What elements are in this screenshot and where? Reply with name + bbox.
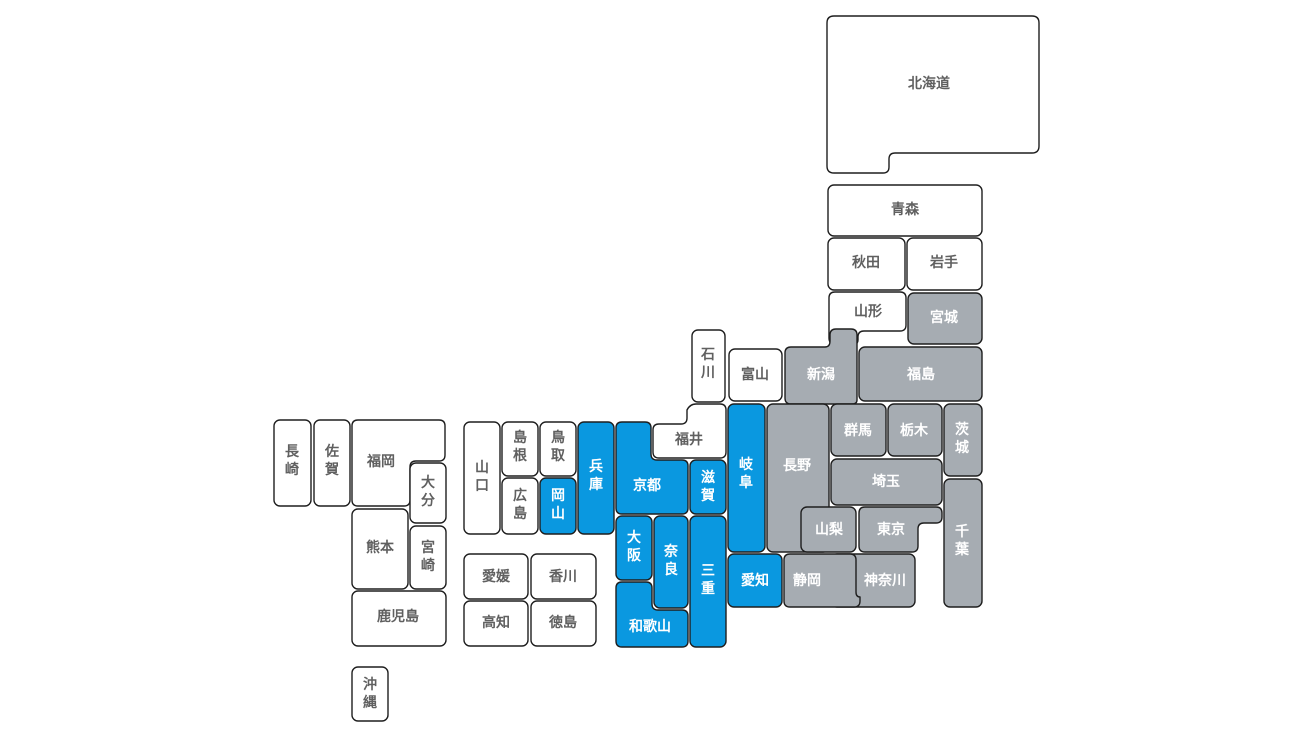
prefecture-oita[interactable]: 大分 (409, 462, 447, 524)
prefecture-shape-toyama[interactable] (728, 348, 783, 402)
prefecture-hokkaido[interactable]: 北海道 (826, 15, 1040, 174)
prefecture-ishikawa[interactable]: 石川 (691, 329, 726, 403)
prefecture-miyagi[interactable]: 宮城 (907, 292, 983, 345)
prefecture-yamanashi[interactable]: 山梨 (800, 506, 857, 553)
prefecture-nara[interactable]: 奈良 (653, 515, 689, 609)
prefecture-shape-oita[interactable] (409, 462, 447, 524)
prefecture-chiba[interactable]: 千葉 (943, 478, 983, 608)
prefecture-shape-saga[interactable] (313, 419, 351, 507)
prefecture-shimane[interactable]: 島根 (501, 421, 539, 477)
prefecture-osaka[interactable]: 大阪 (615, 515, 653, 581)
prefecture-shape-ehime[interactable] (463, 553, 529, 600)
prefecture-toyama[interactable]: 富山 (728, 348, 783, 402)
prefecture-niigata[interactable]: 新潟 (784, 328, 858, 405)
prefecture-yamaguchi[interactable]: 山口 (463, 421, 501, 535)
prefecture-shape-yamanashi[interactable] (800, 506, 857, 553)
prefecture-kagawa[interactable]: 香川 (530, 553, 597, 600)
prefecture-shape-ibaraki[interactable] (943, 403, 983, 477)
prefecture-shape-okayama[interactable] (539, 477, 577, 535)
prefecture-shape-nagasaki[interactable] (273, 419, 312, 507)
prefecture-shape-akita[interactable] (827, 237, 906, 291)
prefecture-shape-tochigi[interactable] (887, 403, 943, 457)
prefecture-shape-aomori[interactable] (827, 184, 983, 237)
prefecture-kagoshima[interactable]: 鹿児島 (351, 590, 447, 647)
prefecture-nagasaki[interactable]: 長崎 (273, 419, 312, 507)
prefecture-tottori[interactable]: 鳥取 (539, 421, 577, 477)
prefecture-shape-tokyo[interactable] (858, 506, 943, 553)
prefecture-shape-kyoto[interactable] (615, 421, 689, 515)
prefecture-okayama[interactable]: 岡山 (539, 477, 577, 535)
prefecture-shape-wakayama[interactable] (615, 581, 689, 648)
prefecture-shape-ishikawa[interactable] (691, 329, 726, 403)
prefecture-shape-tokushima[interactable] (530, 600, 597, 647)
prefecture-tochigi[interactable]: 栃木 (887, 403, 943, 457)
prefecture-shape-shizuoka[interactable] (783, 553, 861, 608)
prefecture-ehime[interactable]: 愛媛 (463, 553, 529, 600)
prefecture-shape-osaka[interactable] (615, 515, 653, 581)
prefecture-shape-fukui[interactable] (652, 403, 727, 459)
prefecture-saga[interactable]: 佐賀 (313, 419, 351, 507)
prefecture-shape-miyagi[interactable] (907, 292, 983, 345)
prefecture-shape-niigata[interactable] (784, 328, 858, 405)
prefecture-gifu[interactable]: 岐阜 (727, 403, 766, 553)
prefecture-shape-kumamoto[interactable] (351, 508, 409, 590)
prefecture-akita[interactable]: 秋田 (827, 237, 906, 291)
prefecture-shape-hokkaido[interactable] (826, 15, 1040, 174)
prefecture-shape-hiroshima[interactable] (501, 477, 539, 535)
prefecture-miyazaki[interactable]: 宮崎 (409, 525, 447, 590)
prefecture-shape-kochi[interactable] (463, 600, 529, 647)
prefecture-shape-shimane[interactable] (501, 421, 539, 477)
prefecture-shape-kagawa[interactable] (530, 553, 597, 600)
prefecture-tokushima[interactable]: 徳島 (530, 600, 597, 647)
prefecture-shape-mie[interactable] (689, 515, 727, 648)
prefecture-shape-fukushima[interactable] (858, 346, 983, 402)
prefecture-shape-hyogo[interactable] (577, 421, 615, 535)
prefecture-hyogo[interactable]: 兵庫 (577, 421, 615, 535)
prefecture-kumamoto[interactable]: 熊本 (351, 508, 409, 590)
prefecture-shape-nara[interactable] (653, 515, 689, 609)
prefecture-aichi[interactable]: 愛知 (727, 553, 783, 608)
prefecture-hiroshima[interactable]: 広島 (501, 477, 539, 535)
prefecture-shape-miyazaki[interactable] (409, 525, 447, 590)
prefecture-shape-iwate[interactable] (906, 237, 983, 291)
prefecture-shape-gunma[interactable] (830, 403, 887, 457)
prefecture-shape-okinawa[interactable] (351, 666, 389, 722)
prefecture-kochi[interactable]: 高知 (463, 600, 529, 647)
prefecture-shape-gifu[interactable] (727, 403, 766, 553)
prefecture-saitama[interactable]: 埼玉 (830, 458, 943, 506)
prefecture-shape-shiga[interactable] (689, 459, 727, 515)
prefecture-iwate[interactable]: 岩手 (906, 237, 983, 291)
prefecture-shiga[interactable]: 滋賀 (689, 459, 727, 515)
prefecture-mie[interactable]: 三重 (689, 515, 727, 648)
prefecture-fukushima[interactable]: 福島 (858, 346, 983, 402)
prefecture-shape-tottori[interactable] (539, 421, 577, 477)
prefecture-shape-chiba[interactable] (943, 478, 983, 608)
prefecture-shape-aichi[interactable] (727, 553, 783, 608)
prefecture-fukui[interactable]: 福井 (652, 403, 727, 459)
prefecture-shape-kagoshima[interactable] (351, 590, 447, 647)
prefecture-shizuoka[interactable]: 静岡 (783, 553, 861, 608)
prefecture-okinawa[interactable]: 沖縄 (351, 666, 389, 722)
prefecture-tokyo[interactable]: 東京 (858, 506, 943, 553)
prefecture-shape-saitama[interactable] (830, 458, 943, 506)
prefecture-gunma[interactable]: 群馬 (830, 403, 887, 457)
prefecture-aomori[interactable]: 青森 (827, 184, 983, 237)
prefecture-shape-yamaguchi[interactable] (463, 421, 501, 535)
prefecture-ibaraki[interactable]: 茨城 (943, 403, 983, 477)
